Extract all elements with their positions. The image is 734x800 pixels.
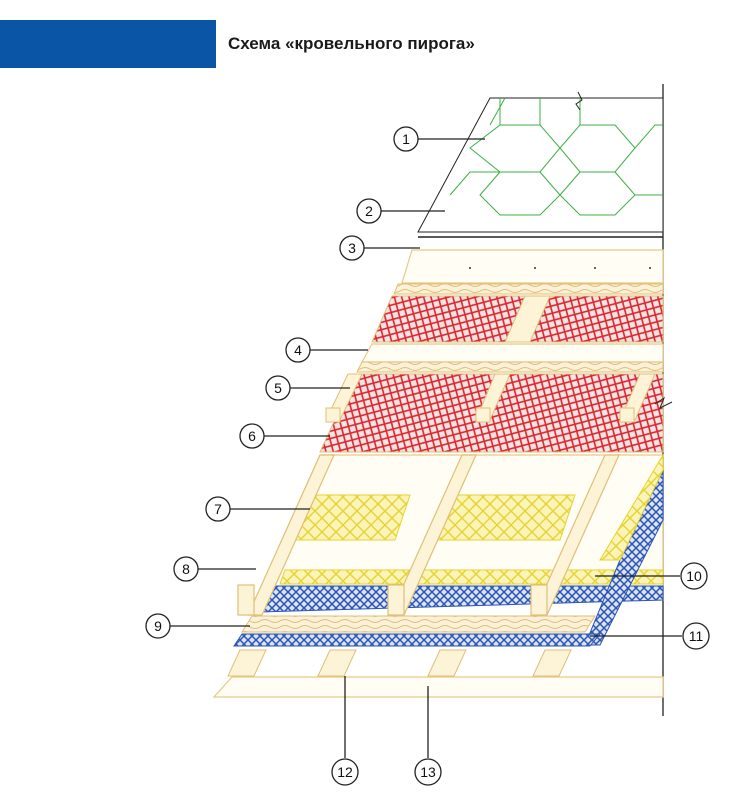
insulation-side: [599, 453, 664, 561]
callout-5-circle: [265, 375, 291, 401]
callout-2-circle: [356, 198, 382, 224]
rafters: [237, 454, 620, 616]
shingle-pattern: [449, 97, 663, 216]
break-mark-top: [575, 91, 583, 111]
callouts: [145, 126, 710, 786]
bottom-battens: [227, 649, 572, 677]
callout-7-circle: [205, 496, 231, 522]
callout-1-label: 1: [402, 131, 410, 147]
callout-9-circle: [145, 613, 171, 639]
leader-lines: [170, 138, 682, 758]
batten-layer-4: [360, 343, 664, 363]
callout-5-label: 5: [274, 380, 282, 396]
insulation-top-2: [434, 494, 576, 541]
callout-4-label: 4: [294, 342, 302, 358]
callout-7-label: 7: [214, 501, 222, 517]
callout-3-label: 3: [348, 240, 356, 256]
callout-12-circle: [331, 758, 359, 786]
underlay-sheet: [417, 97, 664, 233]
callout-labels: 1 2 3 4 5 6 7 8 9 10 11 12 13: [154, 131, 703, 780]
callout-8-circle: [173, 556, 199, 582]
page-title: Схема «кровельного пирога»: [228, 34, 475, 53]
callout-13-circle: [414, 758, 442, 786]
callout-9-label: 9: [154, 618, 162, 634]
sheathing-layer: [401, 249, 664, 284]
callout-2-label: 2: [365, 203, 373, 219]
batten-layer-4b: [356, 361, 664, 373]
callout-4-circle: [285, 337, 311, 363]
header-bar: [0, 20, 216, 68]
insulation-strip: [279, 569, 664, 585]
vapor-strip-bottom: [233, 633, 602, 647]
counter-batten-top: [393, 283, 664, 295]
rafter-strip-a: [504, 295, 551, 343]
callout-12-label: 12: [337, 764, 353, 780]
break-mark-side: [654, 396, 673, 410]
rafters-mid: [325, 373, 656, 423]
callout-8-label: 8: [182, 561, 190, 577]
sheathing-nails: [469, 267, 651, 269]
callout-11-circle: [682, 622, 710, 650]
callout-11-label: 11: [689, 628, 704, 644]
callout-6-circle: [239, 423, 265, 449]
callout-3-circle: [339, 235, 365, 261]
callout-1-circle: [393, 126, 419, 152]
callout-13-label: 13: [420, 764, 436, 780]
ceiling-board: [241, 615, 596, 633]
lining-sheet: [212, 676, 664, 698]
callout-10-label: 10: [686, 568, 702, 584]
callout-6-label: 6: [248, 428, 256, 444]
callout-10-circle: [680, 562, 708, 590]
